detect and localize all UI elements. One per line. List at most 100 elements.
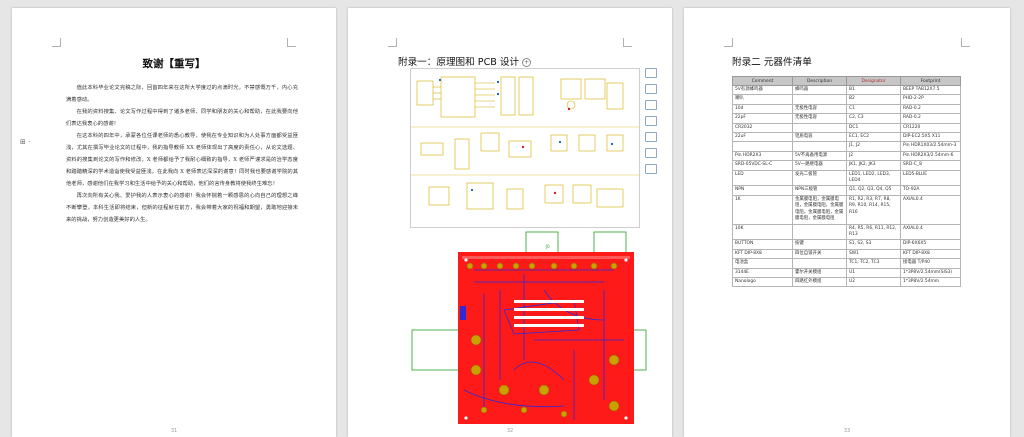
table-cell: S1, S2, S3	[846, 239, 901, 250]
table-cell: CR2032	[732, 122, 793, 134]
crop-mark	[287, 38, 296, 47]
more-icon[interactable]	[645, 164, 657, 174]
table-cell: 喇叭	[732, 94, 793, 105]
image-edit-icon[interactable]	[645, 100, 657, 110]
paragraph: 在这本科的四年中，承蒙各位任课老师的悉心教导，使我在专业知识和为人处事方面都受益…	[66, 133, 298, 187]
table-cell	[792, 223, 847, 241]
table-cell: 3144E	[732, 267, 793, 278]
table-cell: DC1	[846, 122, 901, 134]
bom-table: Comment Description Designator Footprint…	[732, 76, 961, 288]
table-cell	[792, 258, 847, 269]
column-header: Designator	[846, 76, 901, 86]
table-cell: SRD-C_8	[900, 160, 961, 171]
table-cell: 金属膜电阻，金属膜电阻，金属膜电阻，金属膜电阻，金属膜电阻，金属膜电阻，金属膜电…	[792, 194, 847, 225]
zoom-icon[interactable]	[645, 116, 657, 126]
table-cell: CR1220	[900, 122, 961, 134]
table-cell: 按键	[792, 239, 847, 250]
table-cell: RAD-0.2	[900, 113, 961, 124]
table-cell: JK1, JK2, JK3	[846, 160, 901, 171]
document-page-1: 致谢【重写】 值此本科毕业论文完稿之际，回首四年来在这所大学度过的点滴时光，不禁…	[12, 8, 336, 437]
crop-mark	[52, 38, 61, 47]
table-cell: 霍尔开关模组	[792, 267, 847, 278]
layout-icon[interactable]	[645, 68, 657, 78]
table-cell: 5V不再备用电源	[792, 150, 847, 162]
table-cell: 蜂鸣器	[792, 84, 847, 96]
paragraph: 再次向所有关心我、爱护我的人表示衷心的感谢！我会怀揣着一颗感恩的心向自己的理想之…	[66, 193, 298, 223]
rotate-icon[interactable]	[645, 132, 657, 142]
table-cell: J2	[846, 150, 901, 162]
table-cell: R4, R5, R6, R11, R12, R13	[846, 223, 901, 241]
table-cell: Pin HDR2X3/2.54mm-6	[900, 150, 961, 162]
table-cell: KFT DIP-8X8	[900, 248, 961, 260]
table-cell: Pin HDR2X3	[732, 150, 793, 162]
crop-mark	[724, 38, 733, 47]
table-cell: C2, C3	[846, 113, 901, 124]
table-cell: U1	[846, 267, 901, 278]
table-cell	[792, 141, 847, 152]
plus-icon[interactable]: +	[522, 57, 532, 67]
table-cell: 1*3P8V/2.54mm(SIS3)	[900, 267, 961, 278]
table-cell: 22uF	[732, 132, 793, 143]
crop-mark	[623, 38, 632, 47]
table-cell: 钽质电容	[792, 132, 847, 143]
paragraph: 值此本科毕业论文完稿之际，回首四年来在这所大学度过的点滴时光，不禁感慨万千，内心…	[66, 85, 298, 103]
table-cell: B2	[846, 94, 901, 105]
crop-icon[interactable]	[645, 84, 657, 94]
document-page-2: 附录一：原理图和 PCB 设计 +	[348, 8, 672, 437]
table-cell: DIP-6X6X5	[900, 239, 961, 250]
table-cell: NPN	[732, 185, 793, 196]
table-cell: TO-92A	[900, 185, 961, 196]
table-cell: EC1, EC2	[846, 132, 901, 143]
column-header: Footprint	[900, 76, 961, 86]
crop-mark	[961, 38, 970, 47]
table-cell: SRD-05VDC-SL-C	[732, 160, 793, 171]
pcb-drawing: J0	[411, 231, 647, 424]
anchor-icon[interactable]: ⊞ ·	[20, 138, 31, 146]
table-cell: C1	[846, 103, 901, 115]
table-cell: 四路红外模组	[792, 276, 847, 288]
table-cell: AXIAL0.4	[900, 223, 961, 241]
table-cell: 四位自锁开关	[792, 248, 847, 260]
table-cell: DIP-EC2.5X5 X11	[900, 132, 961, 143]
schematic-drawing	[411, 76, 639, 210]
page-number: 33	[843, 428, 851, 434]
pcb-label: J0	[545, 244, 550, 249]
table-cell: U2	[846, 276, 901, 288]
acknowledgement-body: 值此本科毕业论文完稿之际，回首四年来在这所大学度过的点滴时光，不禁感慨万千，内心…	[66, 82, 298, 226]
table-cell: R1, R2, R3, R7, R8, R9, R10, R14, R15, R…	[846, 194, 901, 225]
table-cell: 电池盒	[732, 258, 793, 269]
image-toolbar	[642, 68, 658, 180]
table-header-row: Comment Description Designator Footprint	[732, 76, 961, 86]
schematic-image[interactable]	[410, 68, 640, 228]
pcb-image[interactable]: J0	[404, 230, 650, 430]
table-cell: Pin HDR1X03/2.54mm-3	[900, 141, 961, 152]
table-cell: 5V一路继电器	[792, 160, 847, 171]
table-cell: 5V有源蜂鸣器	[732, 84, 793, 96]
table-cell: LED1, LED2, LED3, LED4	[846, 169, 901, 187]
table-cell: 无极性电容	[792, 113, 847, 124]
crop-mark	[388, 38, 397, 47]
table-cell: 10d	[732, 103, 793, 115]
table-cell: B1	[846, 84, 901, 96]
table-cell: 发光二极管	[792, 169, 847, 187]
expand-icon[interactable]	[645, 148, 657, 158]
table-cell: 无极性电容	[792, 103, 847, 115]
table-cell: RAD-0.2	[900, 103, 961, 115]
table-cell: SW1	[846, 248, 901, 260]
table-cell: BEEP TAB12X7.5	[900, 84, 961, 96]
